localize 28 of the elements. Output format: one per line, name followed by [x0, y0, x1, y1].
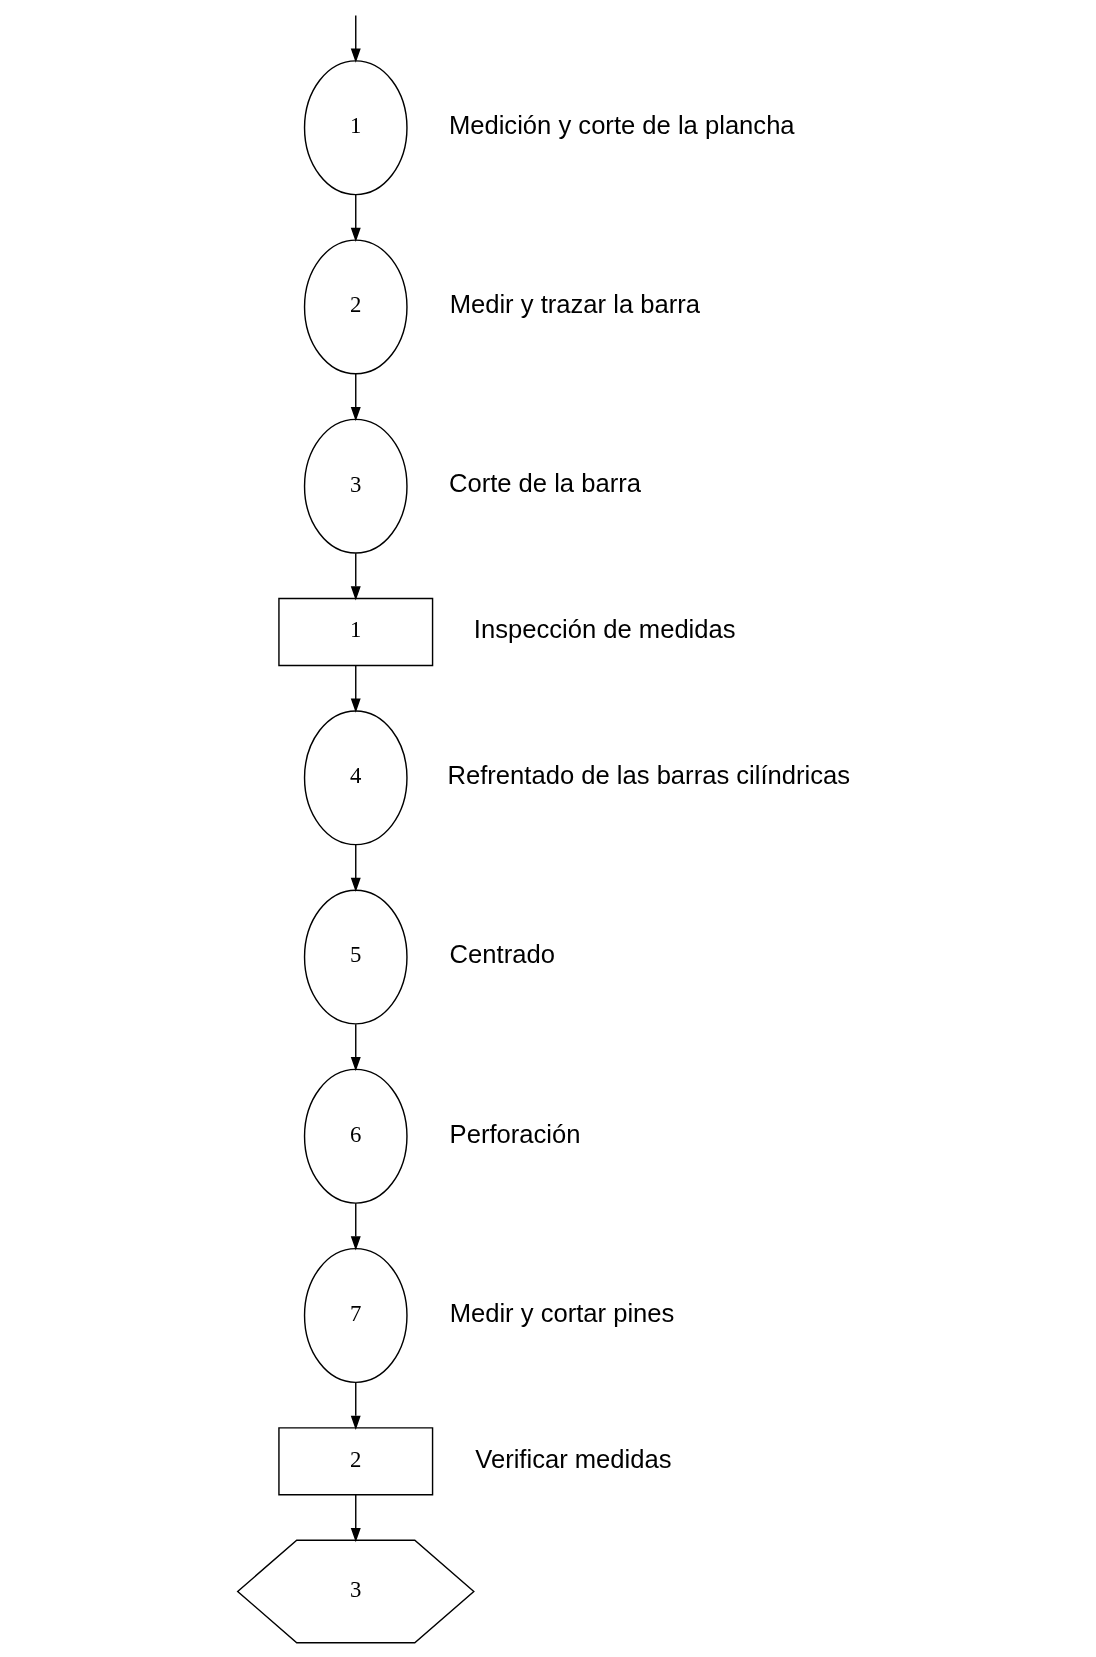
node-label: Corte de la barra [448, 469, 641, 498]
node-label: Medir y trazar la barra [449, 290, 700, 319]
node-label: Medición y corte de la plancha [448, 110, 795, 139]
arrow [350, 194, 361, 242]
node-ellipse: 6 [303, 1068, 408, 1204]
node-label: Refrentado de las barras cilíndricas [446, 761, 850, 790]
arrow [350, 1023, 361, 1072]
node-ellipse: 3 [303, 418, 408, 554]
arrow [350, 844, 361, 893]
node-ellipse: 1 [303, 60, 408, 196]
arrow [350, 14, 361, 63]
arrow [350, 373, 361, 422]
arrow [350, 552, 361, 601]
node-ellipse: 5 [303, 889, 408, 1025]
arrow [350, 1202, 361, 1251]
arrow [350, 1381, 361, 1430]
node-label: Verificar medidas [474, 1444, 672, 1473]
node-ellipse: 2 [303, 239, 408, 375]
node-ellipse: 7 [303, 1247, 408, 1384]
node-ellipse: 4 [303, 710, 408, 846]
node-box: 1 [277, 597, 433, 667]
node-box: 2 [277, 1427, 433, 1496]
arrow [350, 1494, 361, 1543]
arrow [350, 664, 361, 713]
node-label: Centrado [449, 940, 555, 969]
node-label: Medir y cortar pines [449, 1298, 674, 1327]
node-label: Inspección de medidas [473, 615, 736, 644]
node-label: Perforación [449, 1119, 581, 1148]
